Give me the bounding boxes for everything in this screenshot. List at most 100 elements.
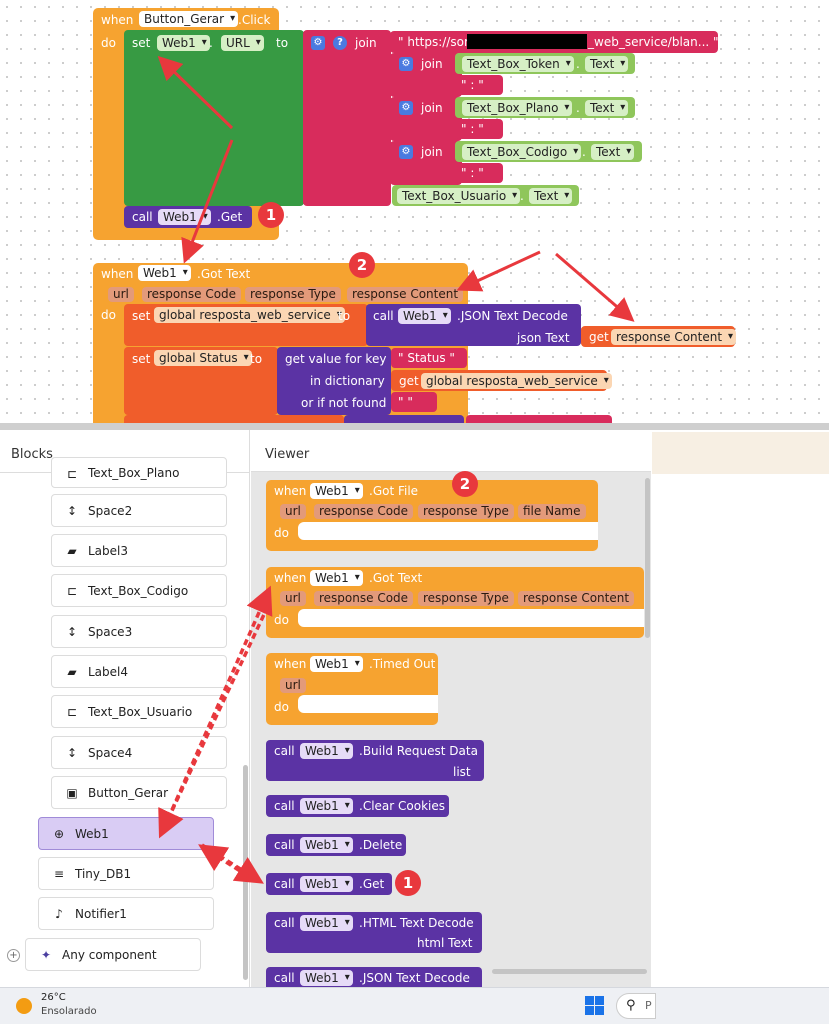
web1-dropdown[interactable]: Web1	[300, 970, 353, 986]
text-box-codigo-dropdown[interactable]: Text_Box_Codigo	[462, 144, 582, 160]
component-item-notifier1[interactable]: ♪ Notifier1	[38, 897, 214, 930]
database-icon: ≡	[53, 867, 65, 881]
when-label: when	[101, 267, 134, 281]
blocks-panel-title: Blocks	[11, 447, 53, 462]
button-gerar-dropdown[interactable]: Button_Gerar	[139, 11, 239, 27]
separator-string-block[interactable]	[455, 119, 503, 139]
viewer-horizontal-scrollbar[interactable]	[492, 969, 647, 974]
in-dictionary-label: in dictionary	[310, 374, 385, 388]
component-item-web1[interactable]: ⊕ Web1	[38, 817, 214, 850]
call-label: call	[274, 877, 295, 891]
redacted-url-part	[467, 34, 587, 49]
component-item-space2[interactable]: ↕ Space2	[51, 494, 227, 527]
app-inventor-editor: Blocks ⊏ Text_Box_Plano ↕ Space2 ▰ Label…	[0, 430, 829, 987]
sun-icon[interactable]	[16, 998, 32, 1014]
weather-temperature[interactable]: 26°C	[41, 992, 66, 1003]
text-property-dropdown[interactable]: Text	[529, 188, 573, 204]
global-status-dropdown[interactable]: global Status	[154, 350, 252, 366]
gear-icon[interactable]: ⚙	[311, 36, 325, 50]
or-if-not-found-label: or if not found	[301, 396, 387, 410]
status-key-string-block[interactable]	[391, 348, 467, 368]
component-item-space3[interactable]: ↕ Space3	[51, 615, 227, 648]
taskbar-search-box[interactable]: ⚲ P	[616, 993, 656, 1019]
component-item-button-gerar[interactable]: ▣ Button_Gerar	[51, 776, 227, 809]
annotation-badge-2: 2	[452, 471, 478, 497]
component-item-text-box-codigo[interactable]: ⊏ Text_Box_Codigo	[51, 574, 227, 607]
get-value-for-key-label: get value for key	[285, 352, 387, 366]
web1-dropdown[interactable]: Web1	[300, 876, 353, 892]
web1-dropdown[interactable]: Web1	[310, 656, 363, 672]
get-method-label: .Get	[217, 210, 243, 224]
blocks-workspace-top[interactable]: when Button_Gerar .Click do set Web1 . U…	[0, 0, 829, 430]
param-response-content[interactable]: response Content	[347, 287, 464, 302]
text-property-dropdown[interactable]: Text	[585, 100, 629, 116]
annotation-badge-1: 1	[395, 870, 421, 896]
gear-icon[interactable]: ⚙	[399, 101, 413, 115]
text-property-dropdown[interactable]: Text	[591, 144, 635, 160]
html-text-arg-label: html Text	[417, 936, 473, 950]
bell-icon: ♪	[55, 907, 63, 921]
web1-dropdown[interactable]: Web1	[300, 798, 353, 814]
url-property-dropdown[interactable]: URL	[221, 35, 264, 51]
param-file-name[interactable]: file Name	[518, 504, 586, 519]
call-label: call	[274, 799, 295, 813]
get-method-label: .Get	[359, 877, 385, 891]
param-url[interactable]: url	[108, 287, 134, 302]
when-label: when	[274, 571, 307, 585]
do-label: do	[101, 308, 116, 322]
web1-dropdown[interactable]: Web1	[310, 483, 363, 499]
windows-start-icon[interactable]	[585, 996, 605, 1016]
web1-call-dropdown[interactable]: Web1	[398, 308, 451, 324]
text-box-token-dropdown[interactable]: Text_Box_Token	[462, 56, 574, 72]
component-item-label4[interactable]: ▰ Label4	[51, 655, 227, 688]
component-item-text-box-plano[interactable]: ⊏ Text_Box_Plano	[51, 457, 227, 488]
separator-string-block[interactable]	[455, 163, 503, 183]
web1-call-dropdown[interactable]: Web1	[158, 209, 211, 225]
web1-dropdown[interactable]: Web1	[300, 915, 353, 931]
global-resposta-get-dropdown[interactable]: global resposta_web_service	[421, 373, 612, 389]
param-response-code[interactable]: response Code	[314, 591, 414, 606]
web1-dropdown[interactable]: Web1	[300, 837, 353, 853]
component-item-tiny-db1[interactable]: ≡ Tiny_DB1	[38, 857, 214, 890]
param-url[interactable]: url	[280, 591, 306, 606]
gear-icon[interactable]: ⚙	[399, 145, 413, 159]
param-url[interactable]: url	[280, 678, 306, 693]
component-label: Notifier1	[75, 907, 127, 921]
text-box-usuario-dropdown[interactable]: Text_Box_Usuario	[397, 188, 521, 204]
join-block[interactable]	[303, 30, 391, 206]
param-response-type[interactable]: response Type	[418, 591, 514, 606]
json-text-decode-label: .JSON Text Decode	[457, 309, 568, 323]
param-url[interactable]: url	[280, 504, 306, 519]
web1-event-dropdown[interactable]: Web1	[138, 265, 191, 281]
component-item-label3[interactable]: ▰ Label3	[51, 534, 227, 567]
call-label: call	[274, 971, 295, 985]
empty-string-block[interactable]	[391, 392, 437, 412]
text-box-plano-dropdown[interactable]: Text_Box_Plano	[462, 100, 573, 116]
help-icon[interactable]: ?	[333, 36, 347, 50]
gear-icon[interactable]: ⚙	[399, 57, 413, 71]
viewer-vertical-scrollbar[interactable]	[645, 478, 650, 638]
param-response-type[interactable]: response Type	[245, 287, 341, 302]
web1-dropdown[interactable]: Web1	[300, 743, 353, 759]
weather-condition[interactable]: Ensolarado	[41, 1006, 97, 1017]
text-property-dropdown[interactable]: Text	[585, 56, 629, 72]
dictionary-lookup-block[interactable]	[277, 347, 391, 415]
param-response-content[interactable]: response Content	[518, 591, 635, 606]
web1-setter-dropdown[interactable]: Web1	[157, 35, 210, 51]
param-response-code[interactable]: response Code	[314, 504, 414, 519]
any-component-item[interactable]: ✦ Any component	[25, 938, 201, 971]
separator-string-block[interactable]	[455, 75, 503, 95]
param-response-code[interactable]: response Code	[142, 287, 242, 302]
param-response-type[interactable]: response Type	[418, 504, 514, 519]
web1-dropdown[interactable]: Web1	[310, 570, 363, 586]
expand-icon[interactable]: +	[7, 949, 20, 962]
response-content-dropdown[interactable]: response Content	[611, 329, 737, 345]
get-label: get	[589, 330, 609, 344]
call-label: call	[373, 309, 394, 323]
component-label: Text_Box_Codigo	[88, 584, 189, 598]
global-resposta-dropdown[interactable]: global resposta_web_service	[154, 307, 345, 323]
set-web1-url-block[interactable]	[124, 30, 304, 206]
component-item-text-box-usuario[interactable]: ⊏ Text_Box_Usuario	[51, 695, 227, 728]
globe-icon: ⊕	[53, 827, 65, 841]
component-label: Button_Gerar	[88, 786, 169, 800]
